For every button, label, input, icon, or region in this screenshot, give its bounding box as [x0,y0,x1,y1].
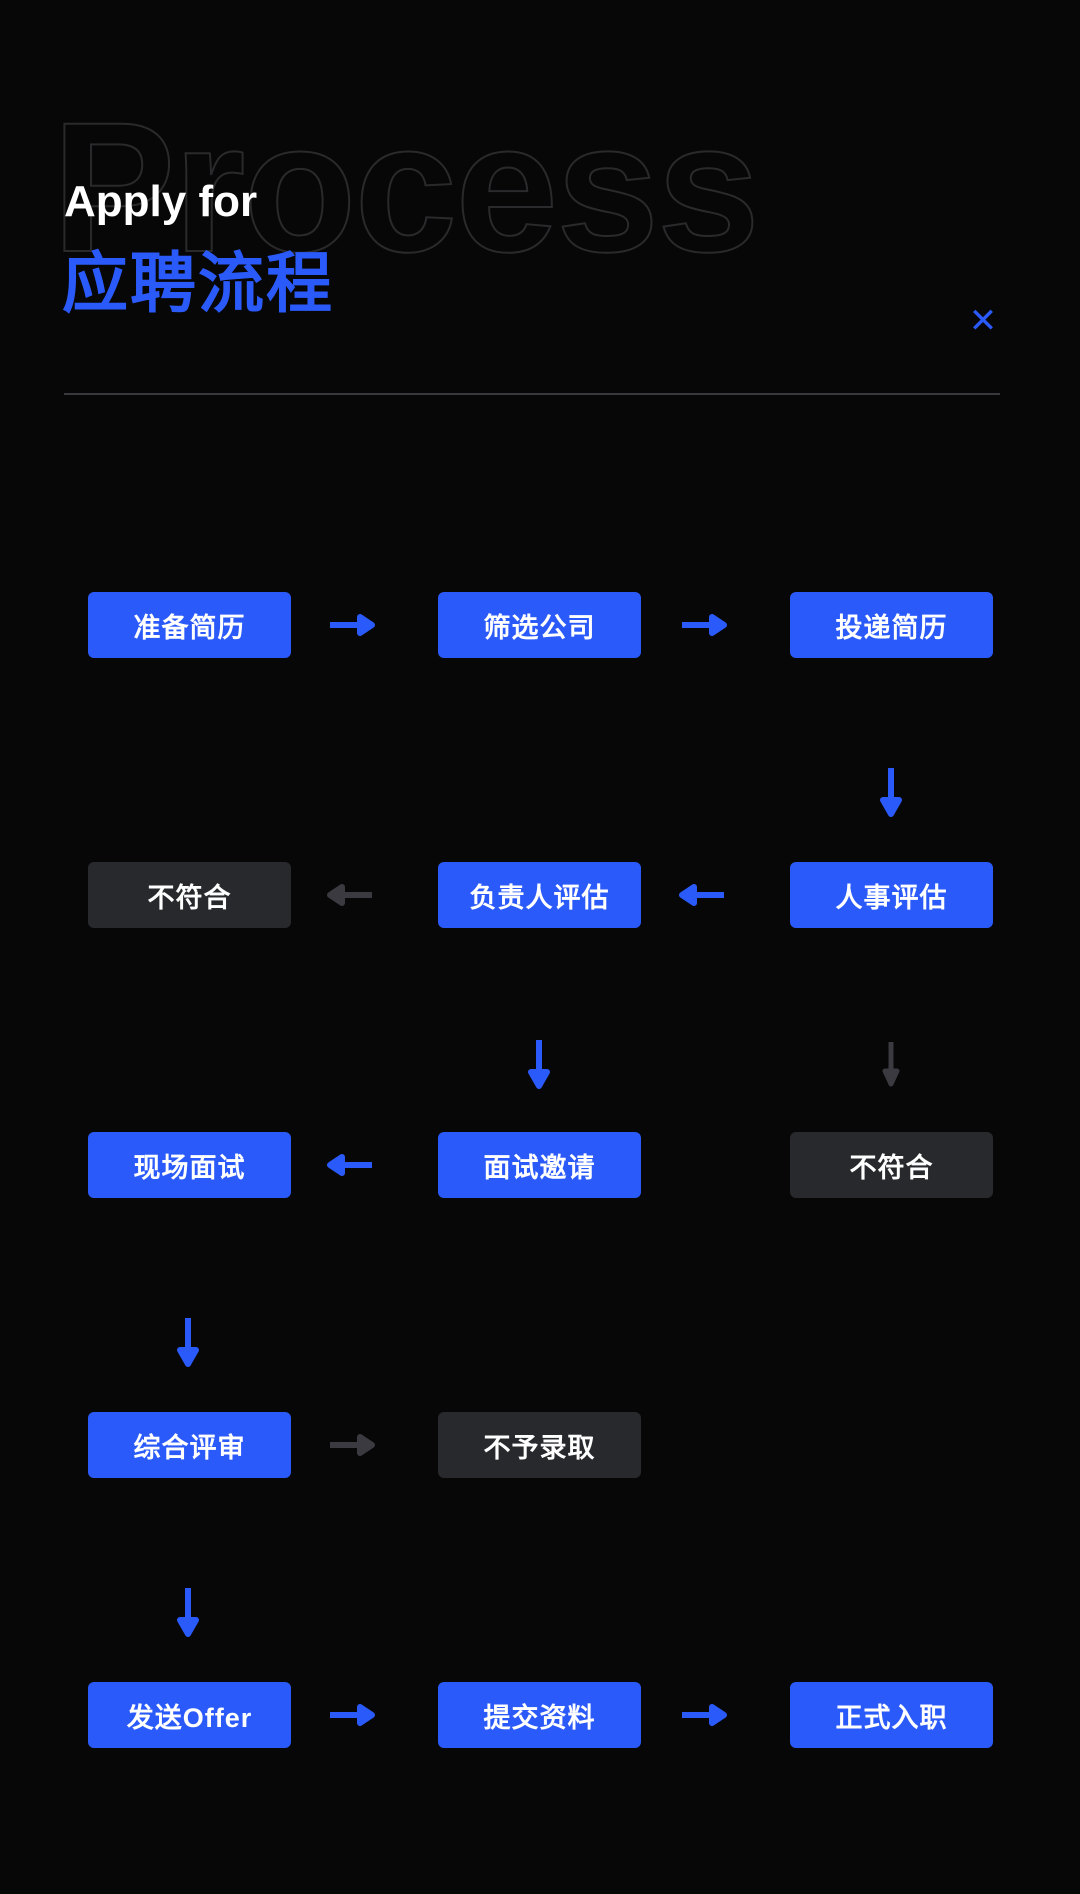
arrow-down-icon [524,1034,554,1100]
flow-node-label: 准备简历 [133,612,246,643]
flow-node[interactable]: 投递简历 [790,592,993,658]
flow-node-label: 综合评审 [133,1432,246,1463]
flow-node[interactable]: 负责人评估 [438,862,641,928]
flow-node[interactable]: 面试邀请 [438,1132,641,1198]
flow-node-label: 正式入职 [835,1702,948,1733]
flow-node-label: 面试邀请 [483,1152,596,1183]
arrow-right-icon [672,1700,744,1730]
header-divider [64,393,1000,395]
arrow-left-icon [672,880,744,910]
flow-node[interactable]: 正式入职 [790,1682,993,1748]
arrow-down-icon [876,1034,906,1100]
flow-node-label: 不予录取 [483,1432,596,1463]
flow-node[interactable]: 不予录取 [438,1412,641,1478]
flow-node[interactable]: 不符合 [88,862,291,928]
flow-node[interactable]: 发送Offer [88,1682,291,1748]
arrow-down-icon [173,1312,203,1378]
flow-node-label: 现场面试 [133,1152,246,1183]
flow-node[interactable]: 准备简历 [88,592,291,658]
flow-node[interactable]: 现场面试 [88,1132,291,1198]
page-title: 应聘流程 [62,246,334,320]
flow-node[interactable]: 提交资料 [438,1682,641,1748]
flow-node-label: 提交资料 [483,1702,596,1733]
arrow-left-icon [320,1150,392,1180]
flow-node-label: 不符合 [147,882,232,913]
arrow-down-icon [876,762,906,828]
flow-node-label: 发送Offer [126,1702,253,1733]
arrow-right-icon [320,1430,392,1460]
arrow-right-icon [320,610,392,640]
flow-node-label: 不符合 [849,1152,934,1183]
arrow-left-icon [320,880,392,910]
arrow-right-icon [320,1700,392,1730]
flow-node[interactable]: 不符合 [790,1132,993,1198]
arrow-down-icon [173,1582,203,1648]
page-eyebrow: Apply for [64,177,258,226]
flow-node-label: 筛选公司 [483,612,596,643]
flow-node-label: 投递简历 [835,612,948,643]
arrow-right-icon [672,610,744,640]
flow-node[interactable]: 筛选公司 [438,592,641,658]
flow-node-label: 人事评估 [835,882,948,913]
flow-node-label: 负责人评估 [469,882,610,913]
flow-node[interactable]: 人事评估 [790,862,993,928]
close-icon[interactable]: ✕ [968,302,998,340]
flow-node[interactable]: 综合评审 [88,1412,291,1478]
